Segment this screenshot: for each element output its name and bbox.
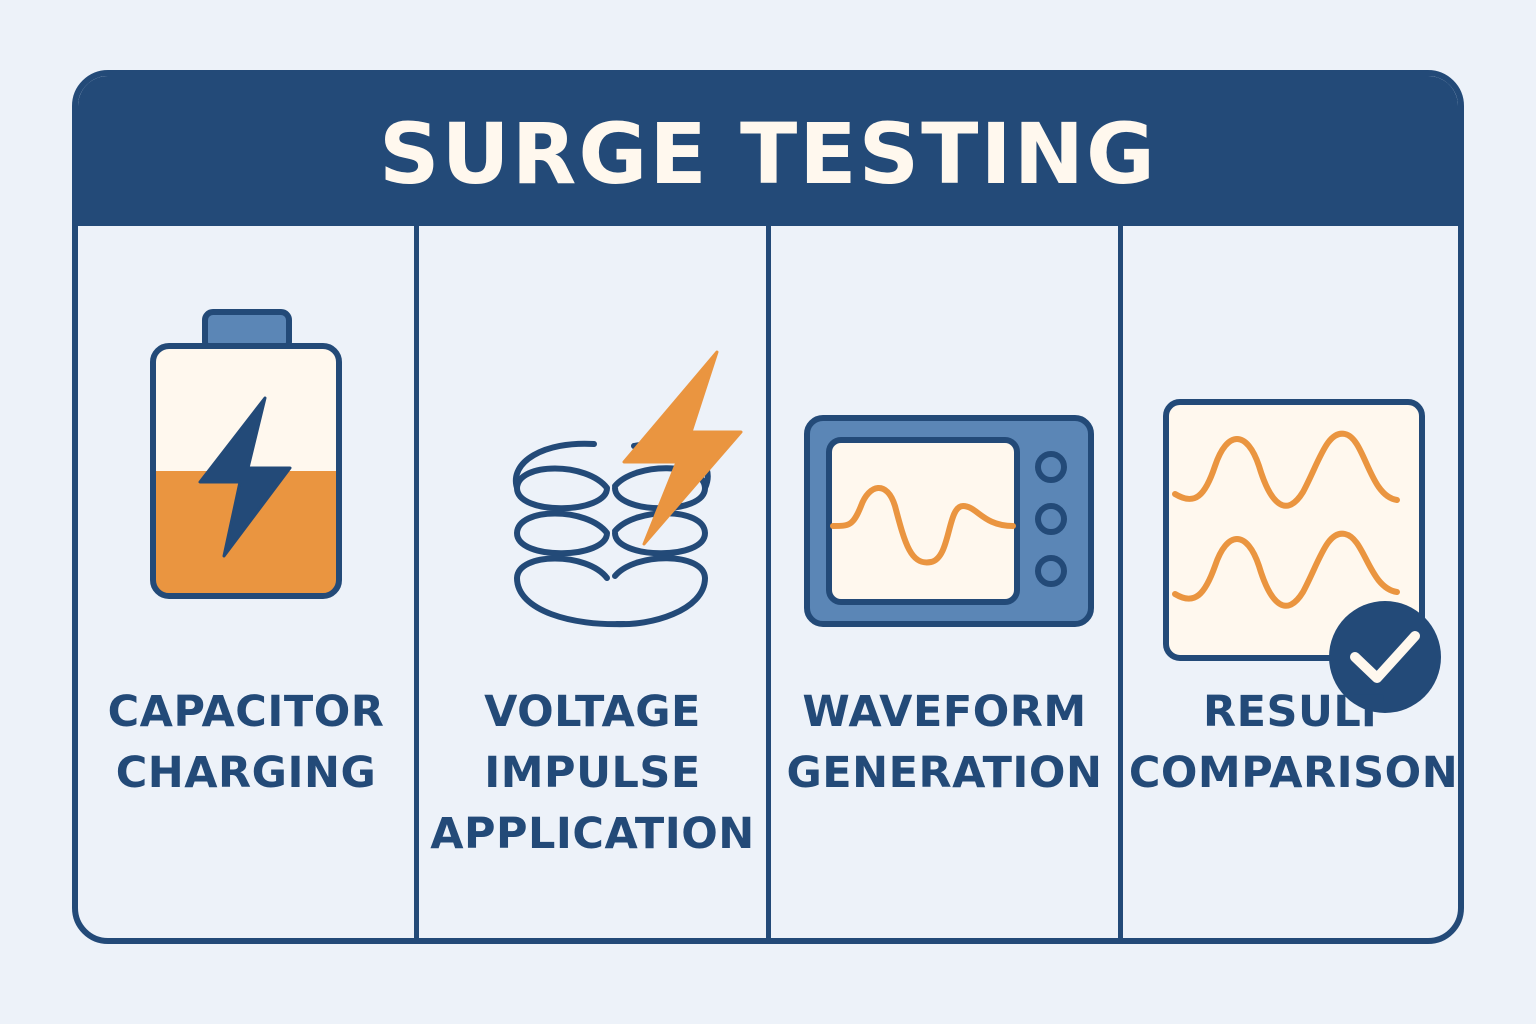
column-divider <box>766 226 771 938</box>
step-capacitor-charging: CAPACITOR CHARGING <box>78 226 414 938</box>
page-title: SURGE TESTING <box>379 105 1157 203</box>
column-divider <box>414 226 419 938</box>
oscilloscope-icon <box>804 415 1094 627</box>
label-line: WAVEFORM <box>802 687 1087 737</box>
lightning-coil-icon <box>512 350 743 628</box>
steps-row: CAPACITOR CHARGING <box>78 226 1458 938</box>
step-label: VOLTAGE IMPULSE APPLICATION <box>419 682 766 865</box>
label-line: IMPULSE <box>484 748 701 798</box>
column-divider <box>1118 226 1123 938</box>
battery-charging-icon <box>150 309 342 599</box>
step-label: WAVEFORM GENERATION <box>771 682 1118 804</box>
step-voltage-impulse: VOLTAGE IMPULSE APPLICATION <box>419 226 766 938</box>
surge-testing-panel: SURGE TESTING CAPACITOR CHARGING <box>72 70 1464 944</box>
label-line: COMPARISON <box>1128 748 1459 798</box>
label-line: CAPACITOR <box>107 687 385 737</box>
label-line: CHARGING <box>115 748 377 798</box>
title-banner: SURGE TESTING <box>78 76 1458 226</box>
step-label: CAPACITOR CHARGING <box>78 682 414 804</box>
label-line: RESULT <box>1203 687 1384 737</box>
step-waveform-generation: WAVEFORM GENERATION <box>771 226 1118 938</box>
step-label: RESULT COMPARISON <box>1123 682 1459 804</box>
waveform-check-icon <box>1163 399 1441 713</box>
label-line: GENERATION <box>786 748 1103 798</box>
step-result-comparison: RESULT COMPARISON <box>1123 226 1459 938</box>
label-line: APPLICATION <box>430 809 755 859</box>
label-line: VOLTAGE <box>484 687 701 737</box>
